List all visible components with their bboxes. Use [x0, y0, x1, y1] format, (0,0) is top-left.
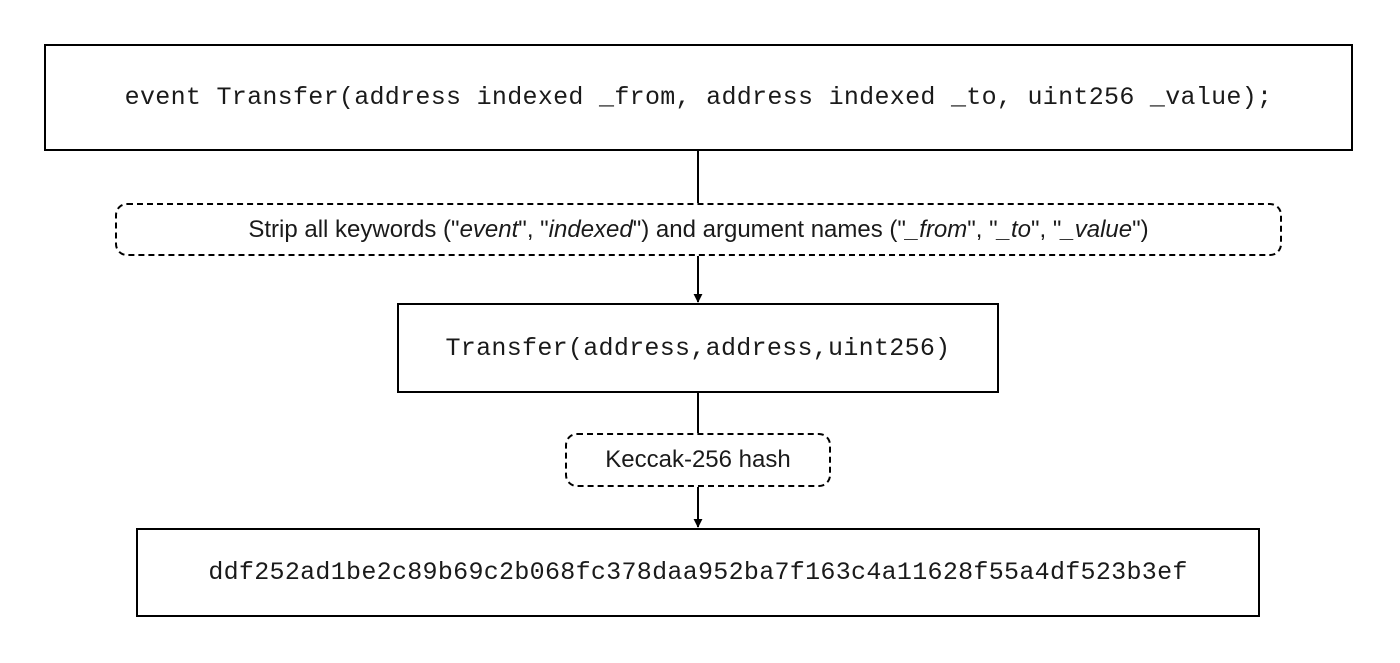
- strip-step-fragment: ") and argument names (": [632, 215, 906, 243]
- strip-step-box: Strip all keywords ("event", "indexed") …: [115, 203, 1282, 256]
- strip-step-fragment: ", ": [518, 215, 549, 243]
- strip-step-term: event: [459, 215, 519, 243]
- canonical-signature-text: Transfer(address,address,uint256): [445, 333, 951, 363]
- event-declaration-text: event Transfer(address indexed _from, ad…: [124, 83, 1273, 112]
- strip-step-text: Strip all keywords ("event", "indexed") …: [248, 216, 1148, 244]
- strip-step-term: _value: [1061, 215, 1133, 243]
- strip-step-fragment: "): [1132, 215, 1149, 243]
- strip-step-fragment: ", ": [1031, 215, 1062, 243]
- hash-step-text: Keccak-256 hash: [605, 446, 791, 473]
- hash-result-box: ddf252ad1be2c89b69c2b068fc378daa952ba7f1…: [136, 528, 1260, 617]
- strip-step-term: _to: [997, 215, 1032, 243]
- canonical-signature-box: Transfer(address,address,uint256): [397, 303, 999, 393]
- strip-step-fragment: Strip all keywords (": [248, 215, 460, 243]
- strip-step-term: _from: [905, 215, 968, 243]
- strip-step-term: indexed: [548, 215, 633, 243]
- hash-result-text: ddf252ad1be2c89b69c2b068fc378daa952ba7f1…: [208, 558, 1188, 587]
- strip-step-fragment: ", ": [967, 215, 998, 243]
- hash-step-box: Keccak-256 hash: [565, 433, 831, 487]
- event-declaration-box: event Transfer(address indexed _from, ad…: [44, 44, 1353, 151]
